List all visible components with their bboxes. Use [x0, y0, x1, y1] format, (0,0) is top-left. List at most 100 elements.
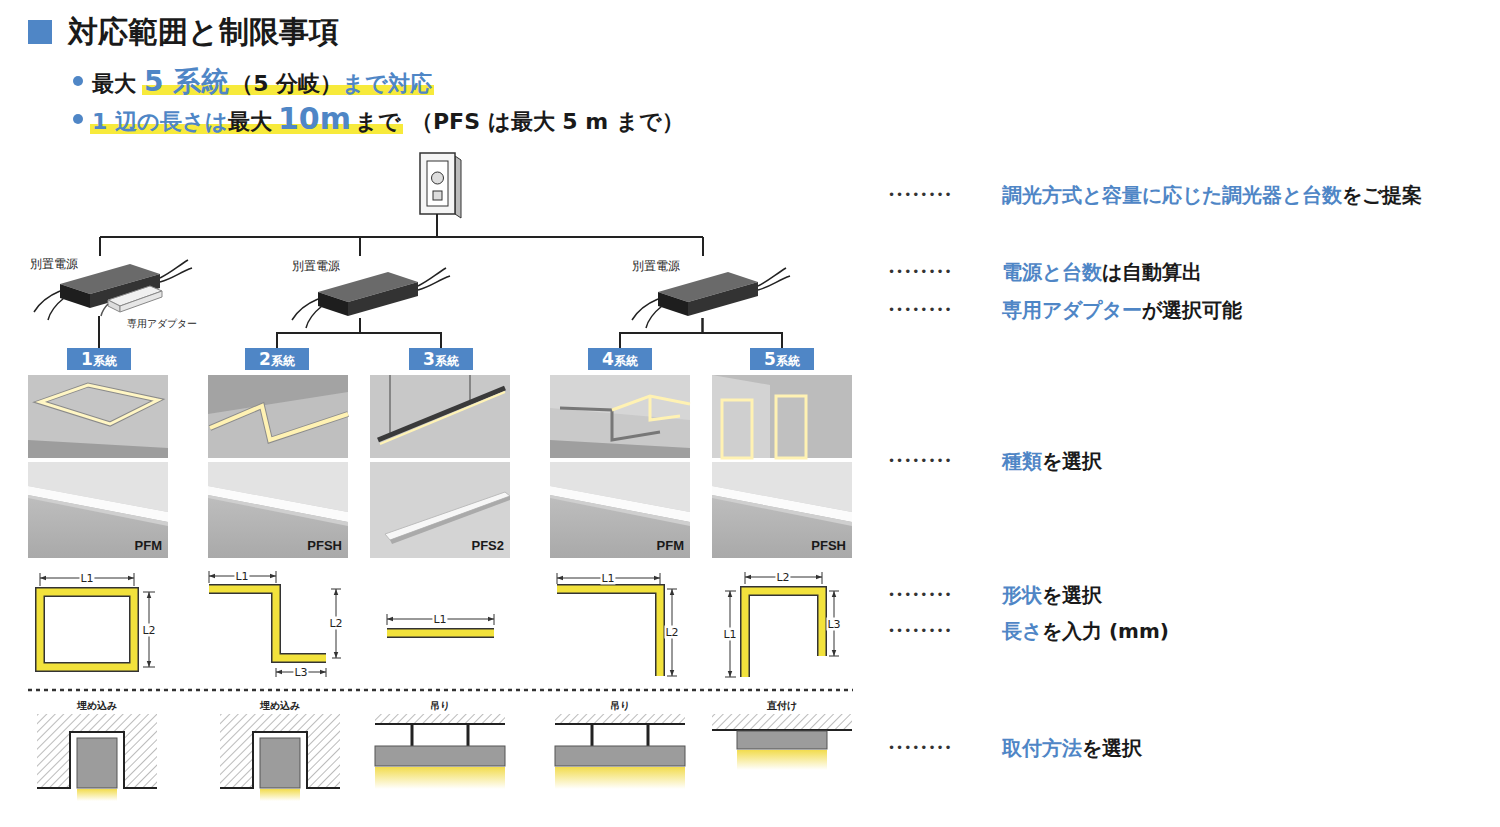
product-photo-drawing: [208, 462, 348, 558]
dimension-label: L1: [79, 572, 94, 585]
system-number: 4: [602, 348, 614, 370]
product-photo: PFSH: [208, 462, 348, 558]
mount-label-wrap: 埋め込み: [77, 700, 117, 712]
dimension-label-wrap: L1: [722, 628, 737, 641]
system-number: 1: [81, 348, 93, 370]
mount-label-wrap: 吊り: [610, 700, 630, 712]
product-code: PFS2: [471, 538, 504, 554]
illustration-part: [210, 406, 348, 440]
illustration-part: [550, 440, 690, 458]
leader-dots: ••••••••: [888, 183, 1002, 207]
illustration-part: [120, 291, 162, 312]
illustration-part: [101, 304, 108, 316]
dimension-label-wrap: L2: [775, 571, 790, 584]
illustration-part: [550, 375, 690, 458]
product-code: PFM: [657, 538, 684, 554]
illustration-part: [390, 496, 510, 544]
power-supply: 別置電源: [290, 256, 430, 318]
system-label: 系統: [776, 350, 800, 372]
scene-photo: [208, 375, 348, 458]
illustration-part: [28, 375, 168, 458]
step-text: を入力 (mm): [1042, 619, 1169, 643]
dimmer-switch: [420, 153, 461, 218]
illustration-part: [712, 375, 852, 458]
connector: [620, 318, 703, 348]
illustration-part: [387, 628, 494, 638]
dimension-label-wrap: L2: [328, 617, 343, 630]
leader-dots: ••••••••: [888, 583, 1002, 607]
step-row: ••••••••専用アダプターが選択可能: [888, 298, 1242, 322]
illustration-part: [470, 375, 471, 402]
illustration-part: [776, 396, 806, 458]
illustration-part: [209, 589, 326, 658]
step-keyword: 取付方法: [1002, 736, 1082, 760]
system-number: 5: [764, 348, 776, 370]
illustration-part: [427, 161, 448, 206]
system-tag: 4系統: [588, 348, 652, 370]
dimension-label: L2: [328, 617, 343, 630]
step-keyword: 調光方式と容量に応じた調光器と台数: [1002, 183, 1342, 207]
illustration-part: [722, 400, 752, 458]
step-text: を選択: [1082, 736, 1142, 760]
illustration-part: [208, 375, 348, 458]
illustration-part: [385, 492, 510, 540]
system-label: 系統: [614, 350, 638, 372]
step-keyword: 形状: [1002, 583, 1042, 607]
leader-dots: ••••••••: [888, 619, 1002, 643]
illustration-part: [432, 172, 444, 184]
product-photo-drawing: [712, 462, 852, 558]
dimension-label: L1: [722, 628, 737, 641]
mount-label: 吊り: [610, 700, 630, 712]
power-supply-label: 別置電源: [632, 258, 773, 274]
wiring-tree: [100, 214, 703, 256]
step-row: ••••••••調光方式と容量に応じた調光器と台数をご提案: [888, 183, 1422, 207]
dimension-label: L1: [432, 613, 447, 626]
title-text: 対応範囲と制限事項: [68, 14, 339, 50]
title-wrap: 対応範囲と制限事項: [68, 14, 339, 50]
power-supply: 別置電源: [28, 254, 163, 316]
illustration-part: [40, 592, 134, 667]
dimension-label: L2: [141, 624, 156, 637]
illustration-part: [557, 589, 660, 676]
product-photo: PFS2: [370, 462, 510, 558]
product-photo: PFM: [550, 462, 690, 558]
product-photo-drawing: [550, 462, 690, 558]
step-text: が選択可能: [1142, 298, 1242, 322]
illustration-part: [370, 375, 510, 458]
illustration-part: [378, 388, 505, 440]
scene-photo: [550, 375, 690, 458]
illustration-part: [712, 375, 770, 458]
power-supply-label: 別置電源: [292, 258, 428, 274]
dimension-line: [40, 571, 839, 677]
scene-photo: [28, 375, 168, 458]
illustration-part: [745, 591, 822, 677]
mount-drawing: [37, 714, 157, 801]
power-supply-drawing: [632, 268, 790, 328]
bullet-text: まで対応: [342, 70, 432, 98]
mount-drawing: [712, 714, 852, 770]
leader-dots: ••••••••: [888, 449, 1002, 473]
illustration-part: [557, 589, 660, 676]
bullet-text: 10m: [278, 100, 351, 138]
illustration-part: [28, 440, 168, 458]
step-text: をご提案: [1342, 183, 1422, 207]
system-label: 系統: [435, 350, 459, 372]
step-text: を選択: [1042, 583, 1102, 607]
system-number: 3: [423, 348, 435, 370]
illustration-part: [420, 153, 455, 214]
mount-drawing: [555, 714, 685, 789]
bullet-text: 1 辺の長さは: [92, 108, 228, 136]
bullet-row: 最大5 系統（5 分岐）まで対応: [92, 64, 432, 99]
bullet-dot: [73, 76, 83, 86]
step-row: ••••••••長さを入力 (mm): [888, 619, 1169, 643]
illustration-part: [108, 300, 120, 312]
system-tag: 1系統: [67, 348, 131, 370]
step-row: ••••••••種類を選択: [888, 449, 1102, 473]
step-text: を選択: [1042, 449, 1102, 473]
bullet-text: 5 系統: [144, 64, 229, 99]
part-label: 専用アダプター: [127, 318, 197, 329]
dimension-label-wrap: L3: [293, 666, 308, 679]
illustration-part: [455, 156, 461, 218]
step-keyword: 種類: [1002, 449, 1042, 473]
